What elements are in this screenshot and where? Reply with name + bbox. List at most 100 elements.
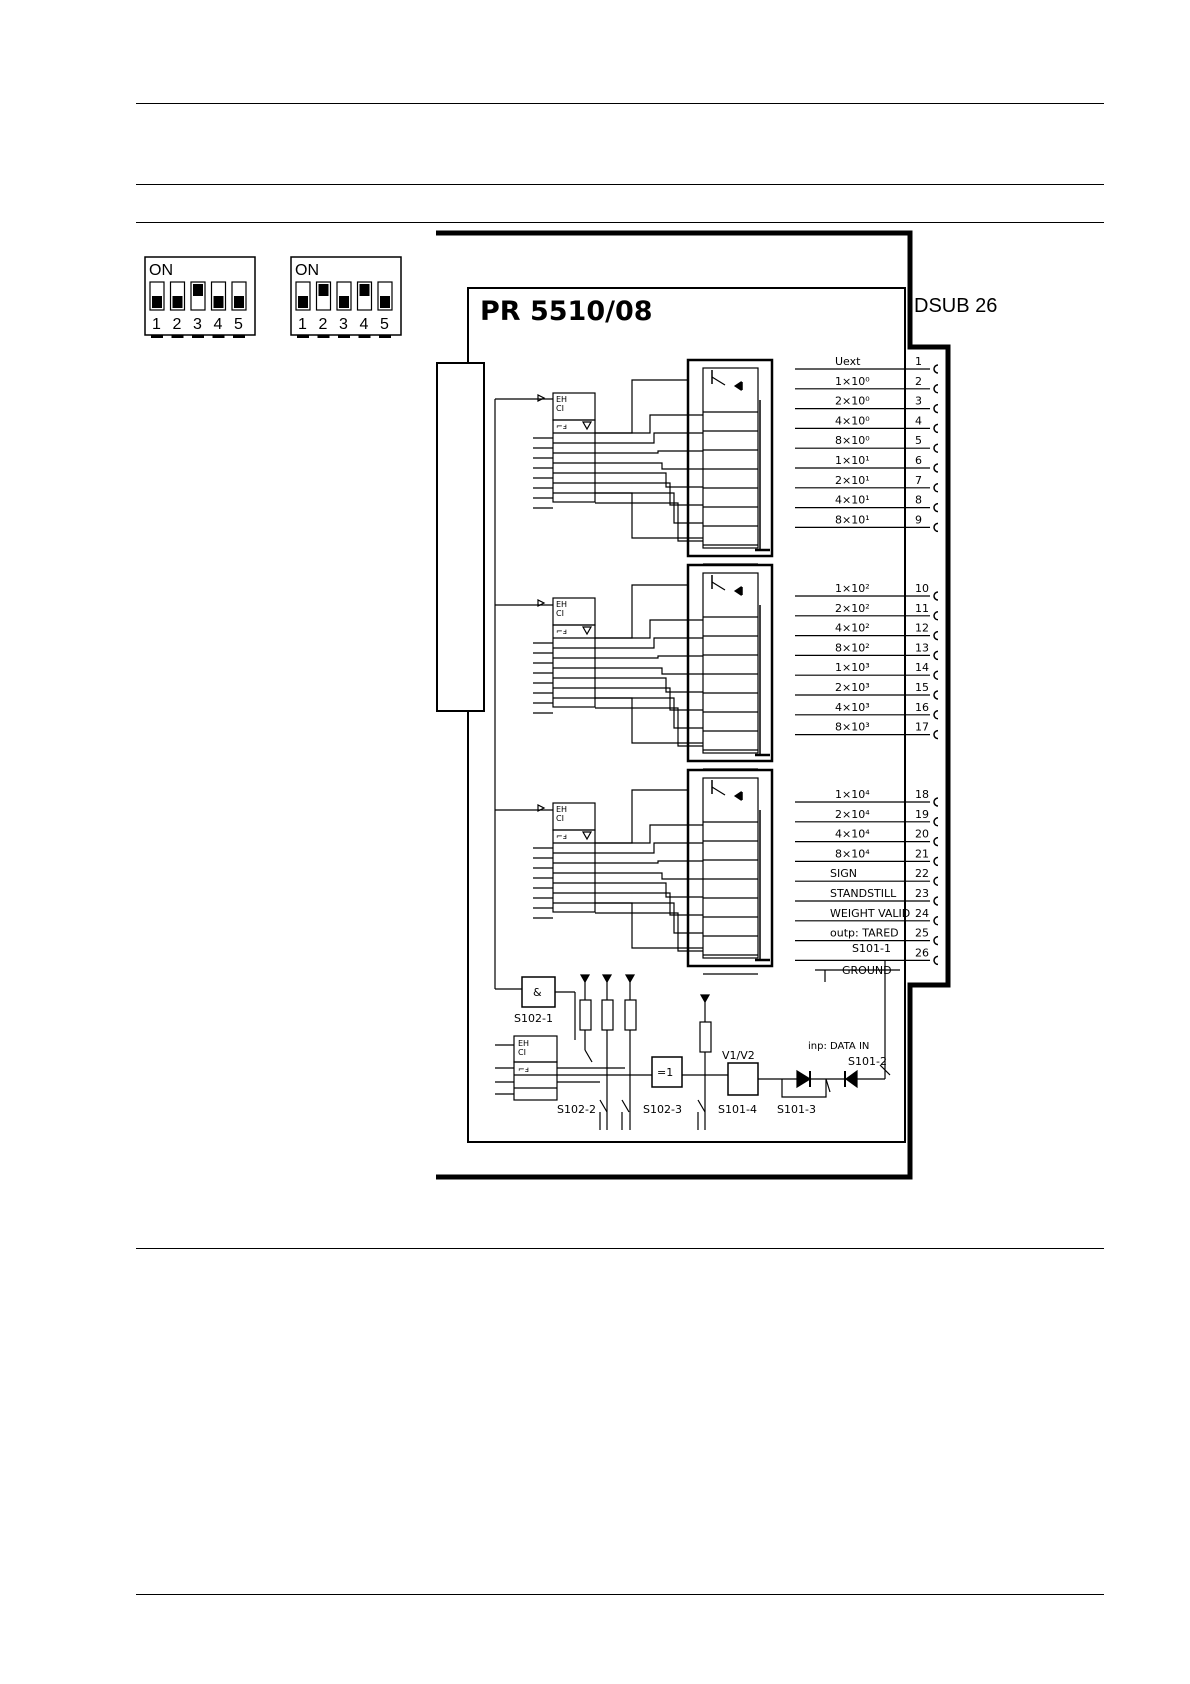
- dsub-pin: [933, 817, 939, 827]
- dip-switch-lever: [339, 296, 349, 308]
- dip-switch-number: 5: [234, 316, 243, 333]
- pin-number: 20: [915, 828, 929, 841]
- chip-schmitt-label: ⌐ⅎ: [556, 627, 567, 636]
- signal-label: 8×10⁰: [835, 434, 870, 447]
- footer-rule: [136, 1594, 1104, 1595]
- signal-label: SIGN: [830, 867, 857, 880]
- pin-number: 11: [915, 602, 929, 615]
- signal-row-2: 1×10⁰ 2: [795, 375, 939, 394]
- dsub-pin: [933, 483, 939, 493]
- dip-switch-lever: [298, 296, 308, 308]
- s102-3-label: S102-3: [643, 1103, 682, 1116]
- dip-switch-2-on-label: ON: [295, 262, 319, 279]
- header-rule-bottom: [136, 222, 1104, 223]
- pin-number: 6: [915, 454, 922, 467]
- pin-number: 18: [915, 788, 929, 801]
- dip-switch-lever: [380, 296, 390, 308]
- dsub-pin: [933, 502, 939, 513]
- chip-eh-label: EH: [556, 395, 567, 404]
- header-rule-middle: [136, 184, 1104, 185]
- pin-number: 7: [915, 474, 922, 487]
- signal-row-18: 1×10⁴ 18: [795, 788, 939, 807]
- pin-number: 17: [915, 721, 929, 734]
- signal-row-20: 4×10⁴ 20: [795, 828, 939, 847]
- pin-number: 15: [915, 681, 929, 694]
- dsub-pin: [933, 690, 939, 700]
- signal-label: STANDSTILL: [830, 887, 897, 900]
- signal-label: 1×10²: [835, 582, 870, 595]
- pin-number: 24: [915, 907, 929, 920]
- pin-number: 12: [915, 622, 929, 635]
- housing-outline: [436, 230, 951, 1180]
- signal-label: 8×10²: [835, 641, 870, 654]
- chip-ci-label: CI: [556, 609, 564, 618]
- signal-label: 4×10⁴: [835, 828, 870, 841]
- dip-switch-1-on-label: ON: [149, 262, 173, 279]
- signal-row-6: 1×10¹ 6: [795, 454, 939, 473]
- and-gate-label: &: [533, 986, 542, 999]
- dip-switch-number: 4: [360, 316, 369, 333]
- dip-switch-number: 3: [193, 316, 202, 333]
- chip-ci-label: CI: [556, 814, 564, 823]
- signal-label: 1×10⁴: [835, 788, 870, 801]
- dip-switch-number: 4: [214, 316, 223, 333]
- signal-label: outp: TARED: [830, 927, 899, 940]
- dip-switch-lever: [359, 284, 370, 296]
- dsub-pin: [933, 650, 939, 661]
- signal-label: 2×10³: [835, 681, 870, 694]
- dsub-pin: [933, 856, 939, 867]
- dsub-pin: [933, 591, 939, 601]
- signal-row-3: 2×10⁰ 3: [795, 395, 939, 414]
- pin-number: 5: [915, 434, 922, 447]
- signal-row-26: 26: [795, 946, 939, 966]
- dip-switch-lever: [152, 296, 162, 308]
- signal-label: 4×10³: [835, 701, 870, 714]
- edge-connector: [436, 362, 485, 712]
- signal-label: 2×10⁰: [835, 395, 870, 408]
- v1v2-label: V1/V2: [722, 1049, 755, 1062]
- signal-label: 8×10⁴: [835, 847, 870, 860]
- bottom-logic: [494, 398, 900, 1130]
- signal-label: 1×10¹: [835, 454, 870, 467]
- signal-label: 4×10²: [835, 622, 870, 635]
- pin-number: 21: [915, 847, 929, 860]
- dsub-pin: [933, 384, 939, 394]
- data-in-label: inp: DATA IN: [808, 1041, 869, 1052]
- dip-switch-tick: [379, 335, 391, 338]
- dip-switch-lever: [234, 296, 244, 308]
- dip-switch-number: 1: [152, 316, 161, 333]
- signal-label: Uext: [835, 355, 861, 368]
- dsub-pin: [933, 670, 939, 680]
- dsub-pin: [933, 522, 939, 533]
- signal-label: 2×10⁴: [835, 808, 870, 821]
- dip-switch-tick: [317, 335, 330, 338]
- chip-eh-label: EH: [556, 600, 567, 609]
- pin-number: 2: [915, 375, 922, 388]
- pin-number: 9: [915, 513, 922, 526]
- signal-row-22: SIGN 22: [795, 867, 939, 886]
- pin-number: 3: [915, 395, 922, 408]
- dsub-pin: [933, 443, 939, 453]
- pin-number: 14: [915, 661, 929, 674]
- s102-1-label: S102-1: [514, 1012, 553, 1025]
- pin-number: 22: [915, 867, 929, 880]
- s101-4-label: S101-4: [718, 1103, 757, 1116]
- connector-label: DSUB 26: [914, 295, 997, 317]
- signal-row-23: STANDSTILL 23: [795, 887, 939, 906]
- dsub-pin: [933, 463, 939, 473]
- pin-number: 23: [915, 887, 929, 900]
- signal-label: 4×10¹: [835, 494, 870, 507]
- dsub-pin: [933, 935, 939, 946]
- ground-label: GROUND: [842, 964, 892, 977]
- signal-label: 1×10⁰: [835, 375, 870, 388]
- section-rule: [136, 1248, 1104, 1249]
- signal-label: 8×10³: [835, 721, 870, 734]
- pin-number: 25: [915, 927, 929, 940]
- dsub-pin: [933, 836, 939, 847]
